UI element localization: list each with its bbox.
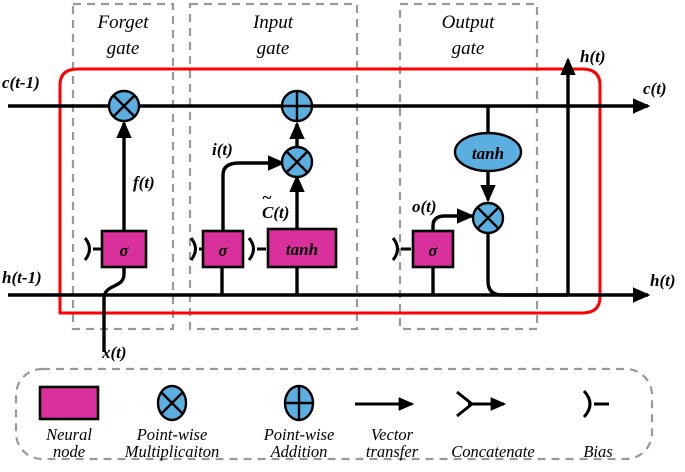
gate-title-forget-line1: Forget [96,12,149,33]
input-gate-signal-wire [221,155,286,231]
legend-label-3-line1: Vector [371,425,414,444]
neural-node-input-sigma-label: σ [218,241,228,260]
neural-node-candidate-tanh-label: tanh [286,240,318,259]
legend-label-0-line1: Neural [45,425,92,444]
neural-node-icon [38,385,100,421]
signal-label-candidate: C(t) [262,203,289,222]
cell-state-highlight-path [58,67,602,315]
legend-panel [14,367,654,461]
signal-label-input: i(t) [212,140,233,159]
label-hidden-in: h(t-1) [2,268,42,287]
signal-label-candidate-accent: ~ [262,188,272,207]
pointwise-add-icon-cross [285,386,313,420]
bias-icon [582,389,592,419]
label-cell-state-out: c(t) [643,79,667,98]
pointwise-multiply-forget-cross [112,94,136,118]
output-gate-signal-wire [431,208,475,231]
signal-label-output: o(t) [412,197,437,216]
legend-label-3-line2: transfer [366,442,419,461]
neural-node-output-sigma-label: σ [428,241,438,260]
pointwise-multiply-input-cross [285,150,309,174]
gate-region-forget [71,2,175,331]
pointwise-multiply-icon-cross [161,392,183,414]
neural-node-candidate-tanh[interactable] [266,227,338,269]
gate-region-input [188,2,359,331]
signal-label-forget: f(t) [133,173,155,192]
gate-title-input-line1: Input [252,12,294,33]
label-hidden-out-right: h(t) [650,271,676,290]
gate-title-output-line1: Output [442,12,496,33]
label-input-x: x(t) [101,343,127,362]
label-cell-state-in: c(t-1) [2,73,40,92]
legend-label-4-line2: Concatenate [451,442,534,461]
candidate-bias-icon [247,237,255,261]
legend-label-2-line1: Point-wise [263,425,335,444]
legend-label-1-line1: Point-wise [136,425,208,444]
pointwise-add-cell-cross [282,91,312,121]
forget-bias-icon [83,237,91,261]
forget-concat-curve [102,268,126,300]
gate-title-input-line2: gate [257,38,290,59]
label-hidden-out-top: h(t) [580,47,606,66]
input-bias-icon [189,237,197,261]
legend-label-0-line2: node [53,442,85,461]
activation-ellipse-tanh-label: tanh [472,144,504,163]
legend-label-2-line2: Addition [270,442,328,461]
gate-region-output [398,2,539,331]
gate-title-forget-line2: gate [107,38,140,59]
neural-node-forget-sigma[interactable] [100,229,148,269]
legend-label-1-line2: Multiplicaiton [124,442,219,461]
output-bias-icon [391,237,399,261]
gate-title-output-line2: gate [452,38,485,59]
neural-node-forget-sigma-label: σ [119,241,129,260]
hidden-out-route [486,233,568,297]
legend-label-5-line2: Bias [583,442,612,461]
pointwise-multiply-output-cross [476,206,500,230]
